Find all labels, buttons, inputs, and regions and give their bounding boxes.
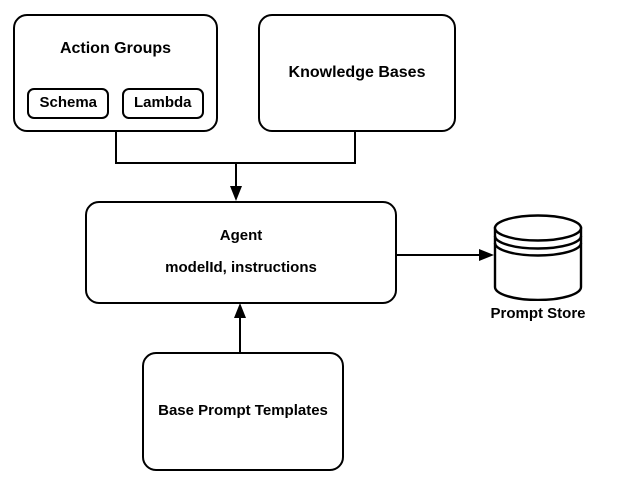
node-base-prompt-templates[interactable]: Base Prompt Templates [142,352,344,471]
arrowhead-up-to-agent [234,303,246,318]
arrowhead-down-to-agent [230,186,242,201]
node-action-groups[interactable]: Action Groups Schema Lambda [13,14,218,132]
node-action-groups-label: Action Groups [59,40,172,57]
node-prompt-store-label: Prompt Store [490,305,586,322]
action-groups-children: Schema Lambda [15,88,216,119]
chip-lambda[interactable]: Lambda [122,88,204,119]
node-base-prompt-templates-label: Base Prompt Templates [158,402,328,420]
node-agent-sublabel: modelId, instructions [165,259,317,276]
node-agent-label: Agent [219,227,263,245]
edge-action-groups-to-merge [115,132,356,164]
node-agent[interactable]: Agent modelId, instructions [85,201,397,304]
chip-schema[interactable]: Schema [27,88,110,119]
arrowhead-right-to-prompt-store [479,249,494,261]
node-knowledge-bases[interactable]: Knowledge Bases [258,14,456,132]
node-knowledge-bases-label: Knowledge Bases [288,64,426,81]
node-prompt-store[interactable] [493,214,583,301]
